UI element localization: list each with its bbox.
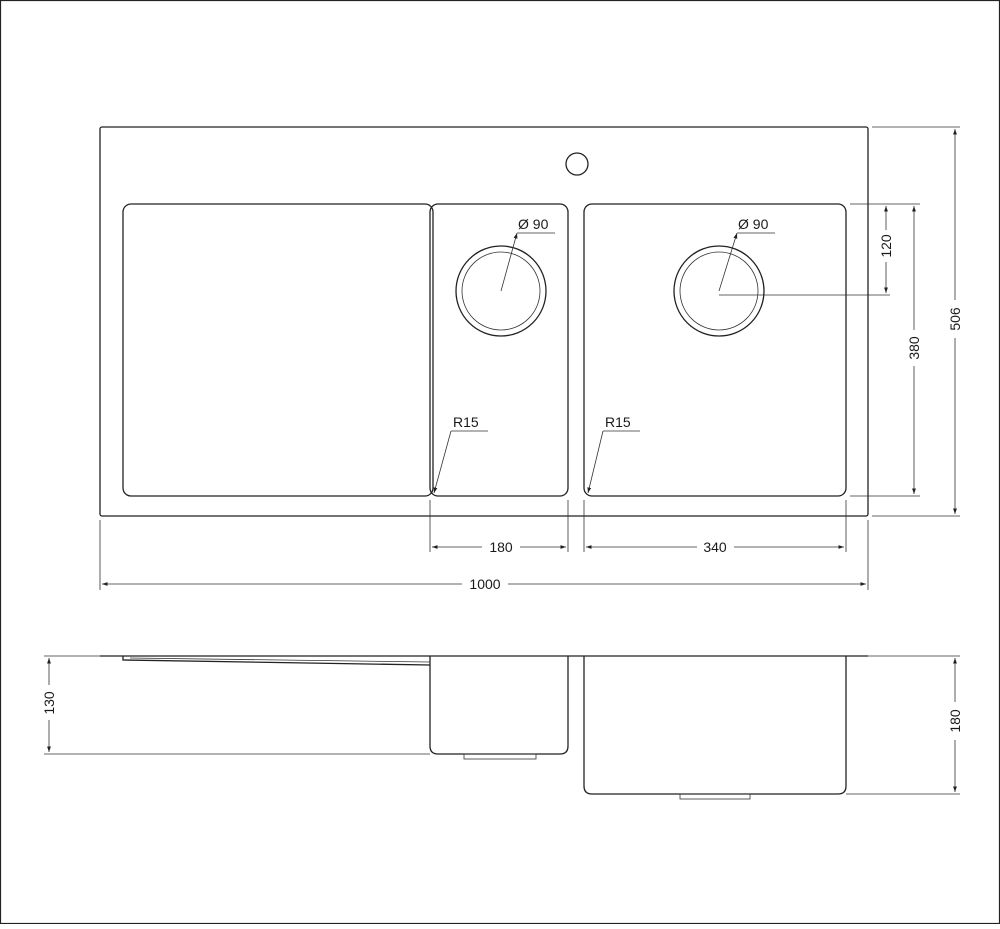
- dim-drain-offset: 120: [878, 234, 894, 258]
- large-radius-leader: [587, 430, 604, 494]
- large-bowl-outline: [583, 203, 847, 497]
- dim-large-bowl-depth: 180: [947, 709, 963, 733]
- dim-bowl-depth: 380: [906, 336, 922, 360]
- small-bowl: Ø 90 R15: [429, 203, 569, 497]
- small-drain-label: Ø 90: [518, 216, 549, 232]
- large-drain-outer: [673, 245, 765, 337]
- sink-outline: [99, 126, 869, 517]
- top-view: Ø 90 R15 Ø 90 R15 180: [99, 126, 963, 592]
- large-drain-leader: [718, 232, 738, 292]
- small-bowl-outline: [429, 203, 569, 497]
- small-drain-leader: [500, 232, 518, 292]
- dim-overall-width: 1000: [469, 576, 500, 592]
- large-drain-label: Ø 90: [738, 216, 769, 232]
- side-small-drain: [463, 753, 537, 760]
- large-drain-inner: [679, 251, 759, 331]
- side-drainboard-slope: [122, 656, 431, 666]
- small-drain-inner: [461, 251, 541, 331]
- small-drain-outer: [455, 245, 547, 337]
- tap-hole: [565, 152, 589, 176]
- side-large-bowl: [583, 656, 847, 795]
- side-drainboard-inner: [129, 657, 431, 663]
- side-view: 130 180: [41, 655, 963, 800]
- side-large-drain: [679, 793, 751, 800]
- large-radius-label: R15: [605, 414, 631, 430]
- large-bowl: Ø 90 R15: [583, 203, 847, 497]
- small-radius-leader: [433, 430, 452, 494]
- drainboard: [122, 203, 434, 497]
- dim-small-bowl-depth: 130: [41, 691, 57, 715]
- dim-small-bowl-width: 180: [489, 539, 513, 555]
- dim-overall-depth: 506: [947, 307, 963, 331]
- dim-large-bowl-width: 340: [703, 539, 727, 555]
- side-small-bowl: [429, 656, 569, 755]
- small-radius-label: R15: [453, 414, 479, 430]
